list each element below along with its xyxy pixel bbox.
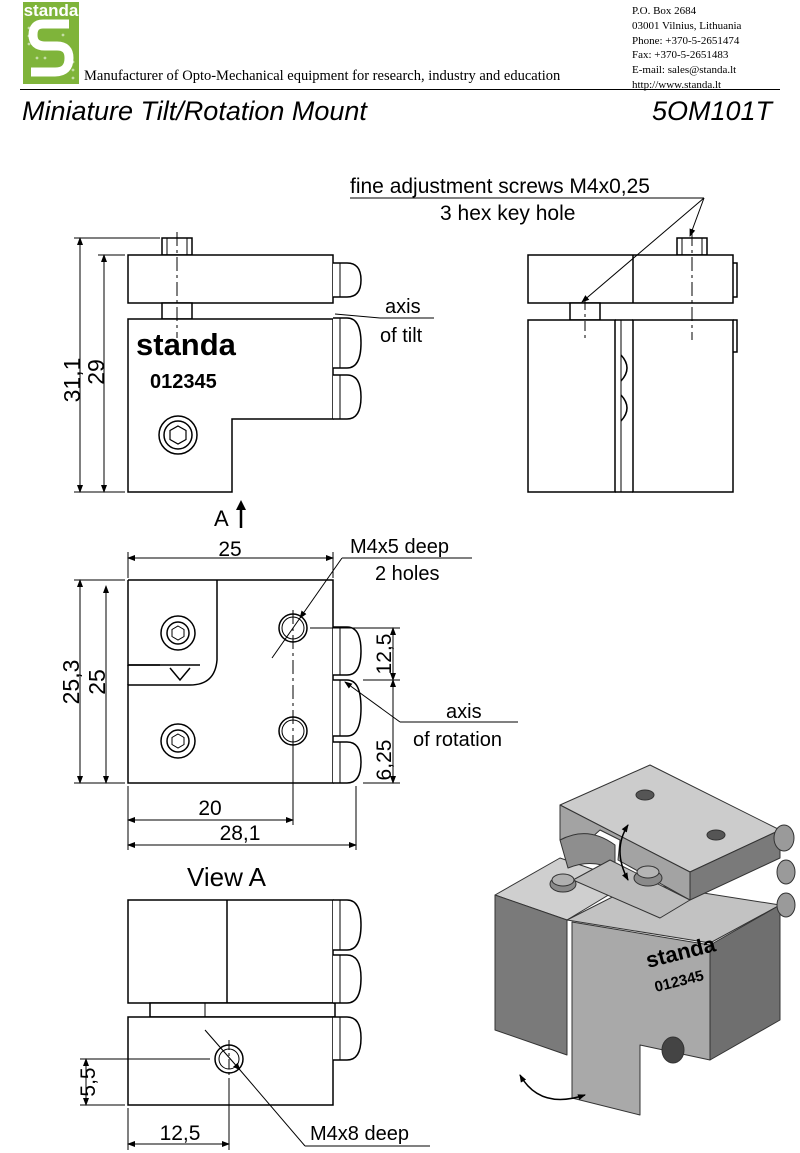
callout-screws-line2: 3 hex key hole bbox=[440, 202, 575, 225]
dim-hole-offset: 6,25 bbox=[373, 740, 396, 781]
front-view bbox=[127, 232, 362, 493]
knob-2 bbox=[333, 317, 362, 369]
dim-overall-height: 31,1 bbox=[59, 358, 85, 403]
logo-s-graphic bbox=[27, 19, 75, 80]
top-view bbox=[127, 579, 362, 784]
product-title: Miniature Tilt/Rotation Mount bbox=[22, 96, 367, 126]
side-view bbox=[527, 232, 738, 493]
contact-website[interactable]: http://www.standa.lt bbox=[632, 78, 722, 91]
front-serial-marking: 012345 bbox=[150, 371, 217, 393]
top-plate bbox=[127, 254, 334, 304]
dim-hole-x: 20 bbox=[198, 797, 221, 820]
top-knob-2 bbox=[333, 679, 362, 737]
view-a-title: View A bbox=[187, 862, 267, 892]
product-code: 5OM101T bbox=[651, 96, 772, 126]
front-dimensions bbox=[74, 237, 434, 493]
dim-hole-spacing: 12,5 bbox=[373, 634, 396, 675]
knob-3 bbox=[333, 374, 362, 420]
dim-top-width: 25 bbox=[218, 538, 241, 561]
side-left-block bbox=[527, 319, 616, 493]
top-view-body bbox=[127, 579, 334, 784]
view-a-arrow bbox=[236, 500, 246, 528]
tagline: Manufacturer of Opto-Mechanical equipmen… bbox=[84, 68, 561, 84]
dim-top-height-outer: 25,3 bbox=[58, 660, 84, 705]
label-axis-rotation-2: of rotation bbox=[413, 729, 502, 751]
label-axis-rotation-1: axis bbox=[446, 701, 482, 723]
top-dimensions bbox=[74, 552, 518, 850]
dim-overall-width: 28,1 bbox=[220, 822, 261, 845]
knob-1 bbox=[333, 262, 362, 298]
fine-adjustment-callout bbox=[350, 197, 705, 303]
contact-phone: Phone: +370-5-2651474 bbox=[632, 34, 740, 47]
logo-wordmark: standa bbox=[23, 1, 79, 20]
callout-screws-line1: fine adjustment screws M4x0,25 bbox=[350, 175, 650, 198]
dim-body-height: 29 bbox=[83, 359, 109, 385]
label-axis-tilt-1: axis bbox=[385, 296, 421, 318]
contact-pobox: P.O. Box 2684 bbox=[632, 5, 697, 17]
side-top-plate bbox=[527, 254, 734, 304]
front-brand-marking: standa bbox=[136, 327, 237, 362]
view-a-dimensions bbox=[80, 1029, 430, 1150]
view-a bbox=[127, 899, 362, 1106]
callout-holes-line2: 2 holes bbox=[375, 563, 440, 585]
dim-view-a-hole-height: 5,5 bbox=[77, 1067, 100, 1096]
dim-top-height-inner: 25 bbox=[84, 669, 110, 695]
view-a-upper-block bbox=[127, 899, 334, 1004]
view-arrow-label: A bbox=[214, 506, 229, 531]
top-knob-3 bbox=[333, 741, 362, 784]
contact-city: 03001 Vilnius, Lithuania bbox=[632, 19, 742, 32]
contact-fax: Fax: +370-5-2651483 bbox=[632, 49, 729, 62]
iso-view bbox=[494, 764, 796, 1116]
iso-side-hole bbox=[661, 1036, 685, 1064]
side-right-block bbox=[632, 319, 734, 493]
iso-left-block bbox=[494, 894, 568, 1056]
contact-block: P.O. Box 2684 03001 Vilnius, Lithuania P… bbox=[632, 4, 741, 93]
header-rule bbox=[20, 89, 780, 90]
callout-view-a-hole: M4x8 deep bbox=[310, 1123, 409, 1145]
standa-logo: standa bbox=[23, 2, 79, 84]
label-axis-tilt-2: of tilt bbox=[380, 325, 423, 347]
top-knob-1 bbox=[333, 626, 362, 676]
dim-view-a-hole-x: 12,5 bbox=[160, 1122, 201, 1145]
callout-holes-line1: M4x5 deep bbox=[350, 536, 449, 558]
contact-email[interactable]: E-mail: sales@standa.lt bbox=[632, 64, 737, 77]
